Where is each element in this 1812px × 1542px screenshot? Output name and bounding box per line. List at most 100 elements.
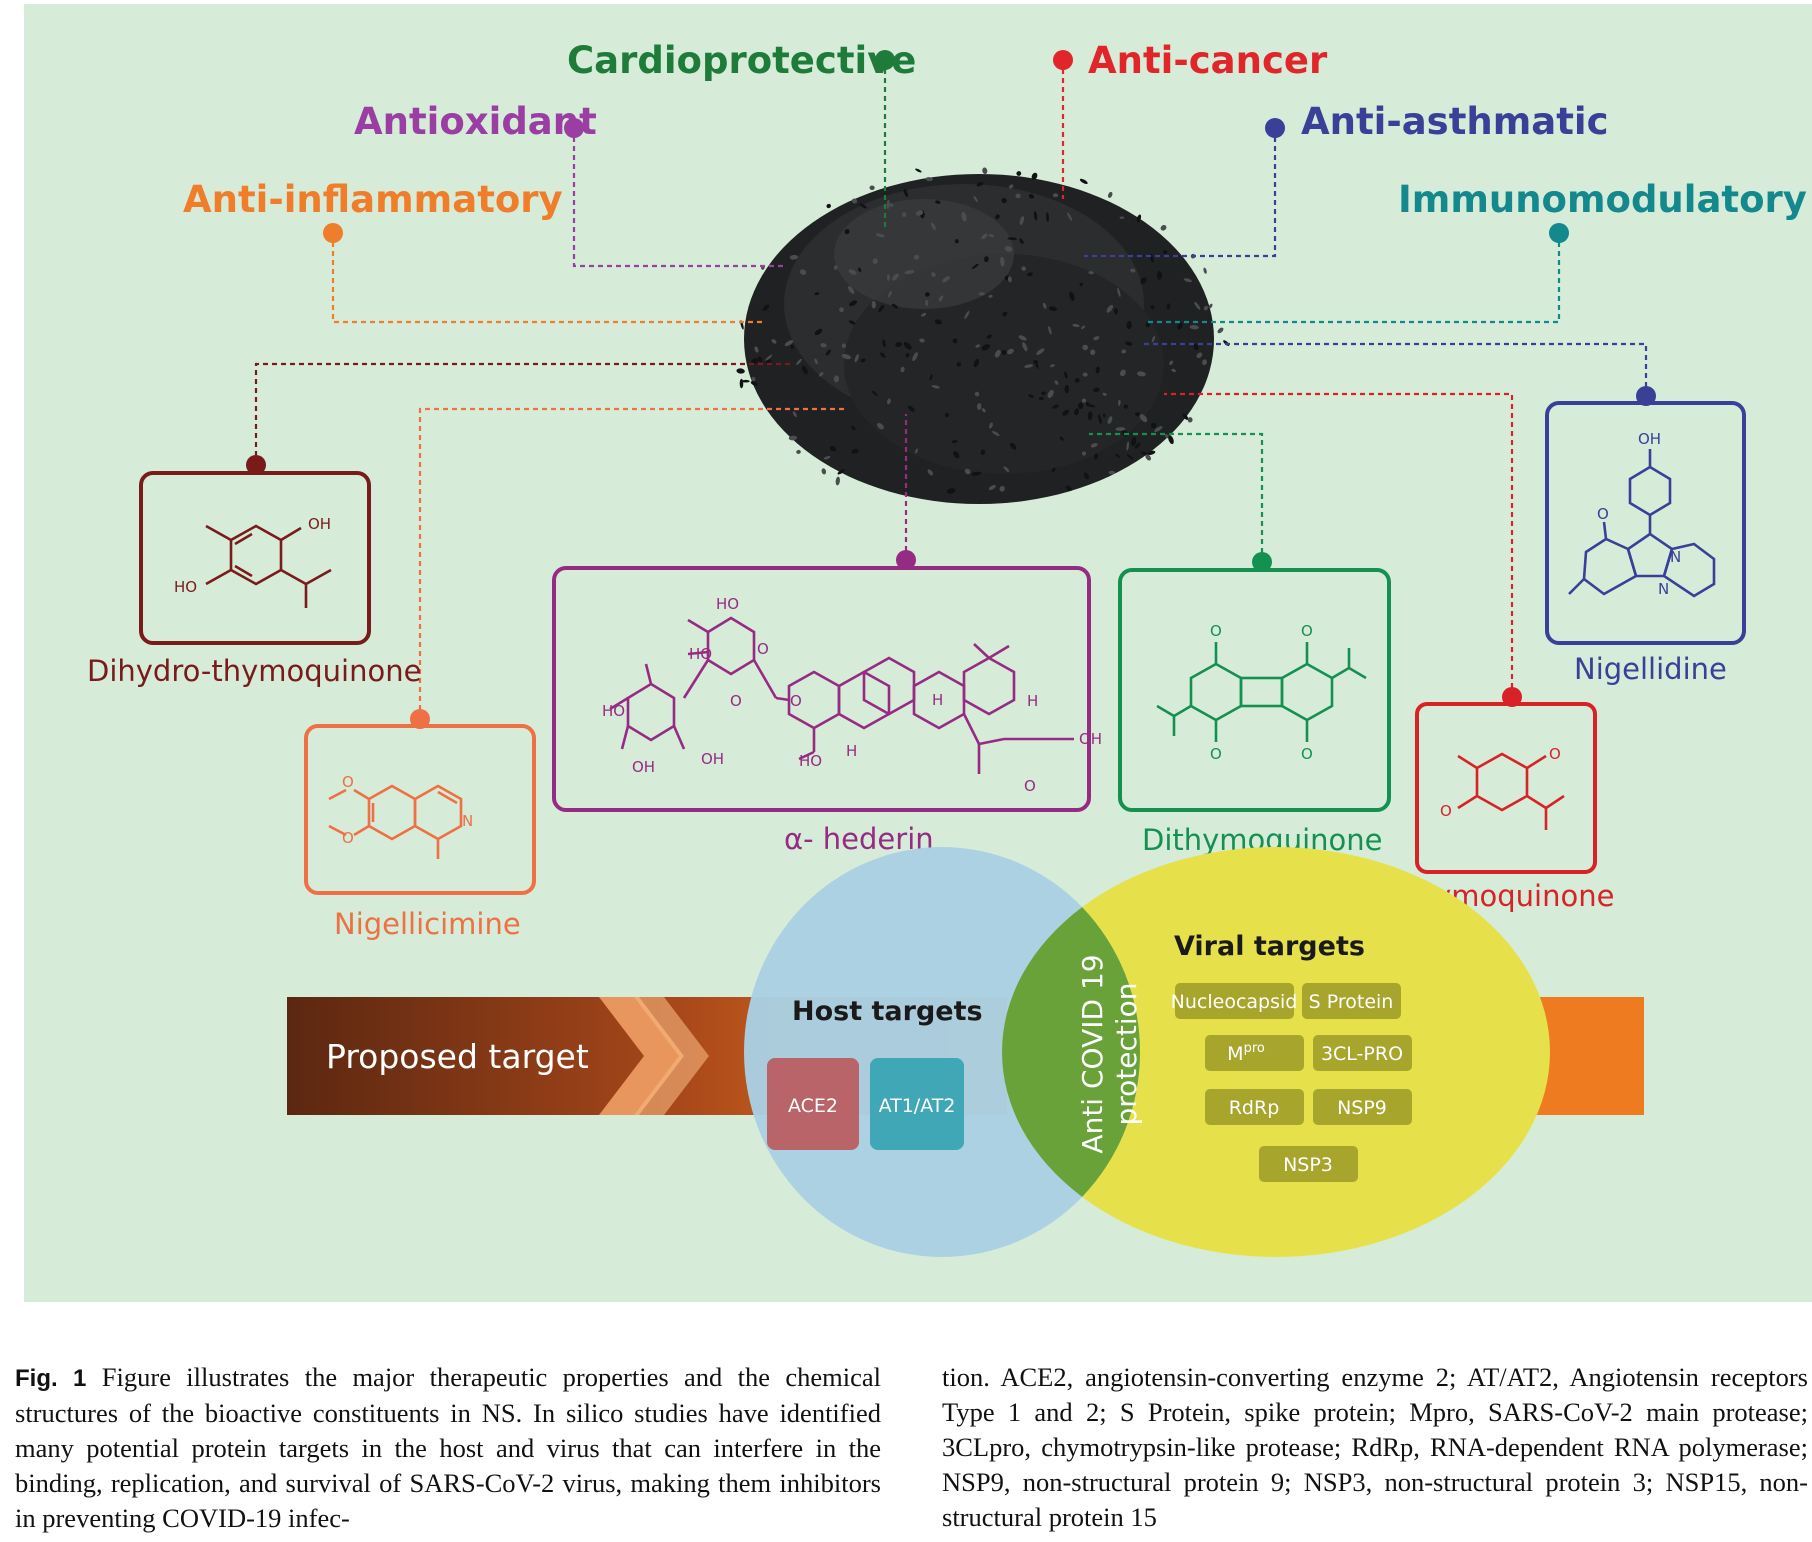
seed-speck (1082, 344, 1089, 351)
connector-lines (254, 60, 1648, 719)
seed-speck (1048, 306, 1057, 311)
seed-speck (1081, 451, 1087, 456)
seed-speck (1208, 303, 1213, 309)
seed-speck (790, 344, 794, 350)
seed-speck (980, 449, 986, 456)
seed-speck (1036, 348, 1045, 356)
seed-speck (1150, 305, 1155, 310)
seed-speck (886, 199, 890, 210)
seed-speck (741, 379, 750, 383)
figure-graphic: Cardioprotective Anti-cancer Antioxidant… (87, 39, 1807, 1257)
seed-speck (915, 210, 924, 216)
seed-speck (903, 188, 909, 198)
compound-thymoquinone: O O (1415, 687, 1597, 874)
seed-speck (1088, 271, 1094, 275)
seed-speck (771, 339, 777, 344)
compound-nigellidine: OH O N N (1545, 386, 1746, 645)
seed-speck (1182, 413, 1189, 420)
seed-speck (1217, 327, 1224, 334)
seed-speck (925, 177, 933, 182)
seed-speck (1051, 467, 1056, 473)
seed-speck (835, 476, 840, 486)
atom-label: HO (602, 702, 625, 720)
atom-label: HO (716, 595, 739, 613)
seed-speck (844, 229, 850, 235)
seed-speck (751, 358, 759, 364)
seed-speck (886, 274, 890, 281)
seed-speck (1019, 238, 1024, 244)
seed-speck (964, 310, 970, 320)
seed-speck (942, 276, 951, 283)
seed-speck (995, 214, 1000, 220)
anti-asthmatic-dot (1265, 118, 1285, 138)
atom-label: O (1210, 745, 1222, 763)
seed-speck (1121, 349, 1127, 354)
atom-label: H (1027, 692, 1038, 710)
seed-speck (1001, 198, 1007, 204)
seed-speck (902, 212, 907, 217)
viral-target-s-protein: S Protein (1309, 991, 1394, 1013)
seed-speck (903, 342, 912, 350)
seed-speck (1007, 348, 1014, 355)
seed-speck (789, 254, 798, 260)
seed-speck (837, 469, 845, 475)
seed-speck (956, 362, 962, 367)
seed-speck (1052, 404, 1059, 409)
seed-speck (751, 376, 756, 382)
seed-speck (912, 352, 918, 362)
chevron-icon (599, 997, 684, 1115)
seed-speck (841, 343, 847, 348)
seed-speck (919, 338, 925, 343)
property-antioxidant: Antioxidant (354, 100, 597, 143)
atom-label: OH (308, 515, 331, 533)
seed-speck (1203, 267, 1207, 274)
atom-label: HO (174, 578, 197, 596)
seed-speck (1166, 303, 1171, 310)
seed-speck (847, 286, 855, 294)
seed-speck (1065, 485, 1072, 491)
seed-speck (1145, 454, 1151, 461)
seed-speck (1131, 436, 1137, 447)
seed-speck (1202, 359, 1207, 366)
seed-speck (1093, 336, 1100, 341)
viral-target-nucleocapsid: Nucleocapsid (1171, 991, 1298, 1013)
atom-label: OH (1079, 730, 1102, 748)
seed-speck (1024, 364, 1034, 368)
seed-speck (1160, 225, 1167, 231)
seed-speck (1018, 335, 1027, 341)
seed-speck (1034, 360, 1039, 369)
seed-speck (1136, 214, 1142, 223)
seed-speck (871, 300, 877, 309)
seed-speck (1168, 435, 1174, 445)
figure-number: Fig. 1 (15, 1365, 87, 1392)
seed-speck (976, 403, 982, 410)
anti-inflammatory-dot (323, 223, 343, 243)
atom-label: OH (1638, 430, 1661, 448)
seed-speck (784, 340, 794, 347)
seed-speck (858, 267, 862, 272)
atom-label: HO (689, 645, 712, 663)
seed-speck (1074, 378, 1080, 383)
viral-target-rdrp: RdRp (1229, 1097, 1280, 1119)
viral-target-badge (1205, 1035, 1304, 1071)
seed-speck (829, 445, 837, 452)
seed-speck (900, 366, 905, 373)
seed-speck (1108, 470, 1116, 475)
seed-speck (975, 344, 981, 348)
atom-label: HO (799, 752, 822, 770)
seed-speck (1145, 322, 1150, 328)
seed-speck (944, 413, 950, 418)
seed-speck (1002, 311, 1008, 317)
seed-speck (1031, 172, 1038, 180)
seed-speck (1126, 454, 1134, 460)
compound-dihydro-thymoquinone: OH HO (139, 455, 371, 645)
atom-label: O (1549, 745, 1561, 763)
compound-alpha-hederin: HO HO O O O HO OH OH H H H HO OH O (552, 550, 1102, 812)
viral-target-badge (1313, 1035, 1412, 1071)
seed-speck (833, 265, 838, 270)
seed-speck (1069, 291, 1075, 302)
seed-speck (871, 390, 878, 397)
seed-speck (994, 349, 1001, 358)
seed-speck (931, 272, 936, 278)
figure-caption-left: Fig. 1 Figure illustrates the major ther… (15, 1360, 881, 1536)
